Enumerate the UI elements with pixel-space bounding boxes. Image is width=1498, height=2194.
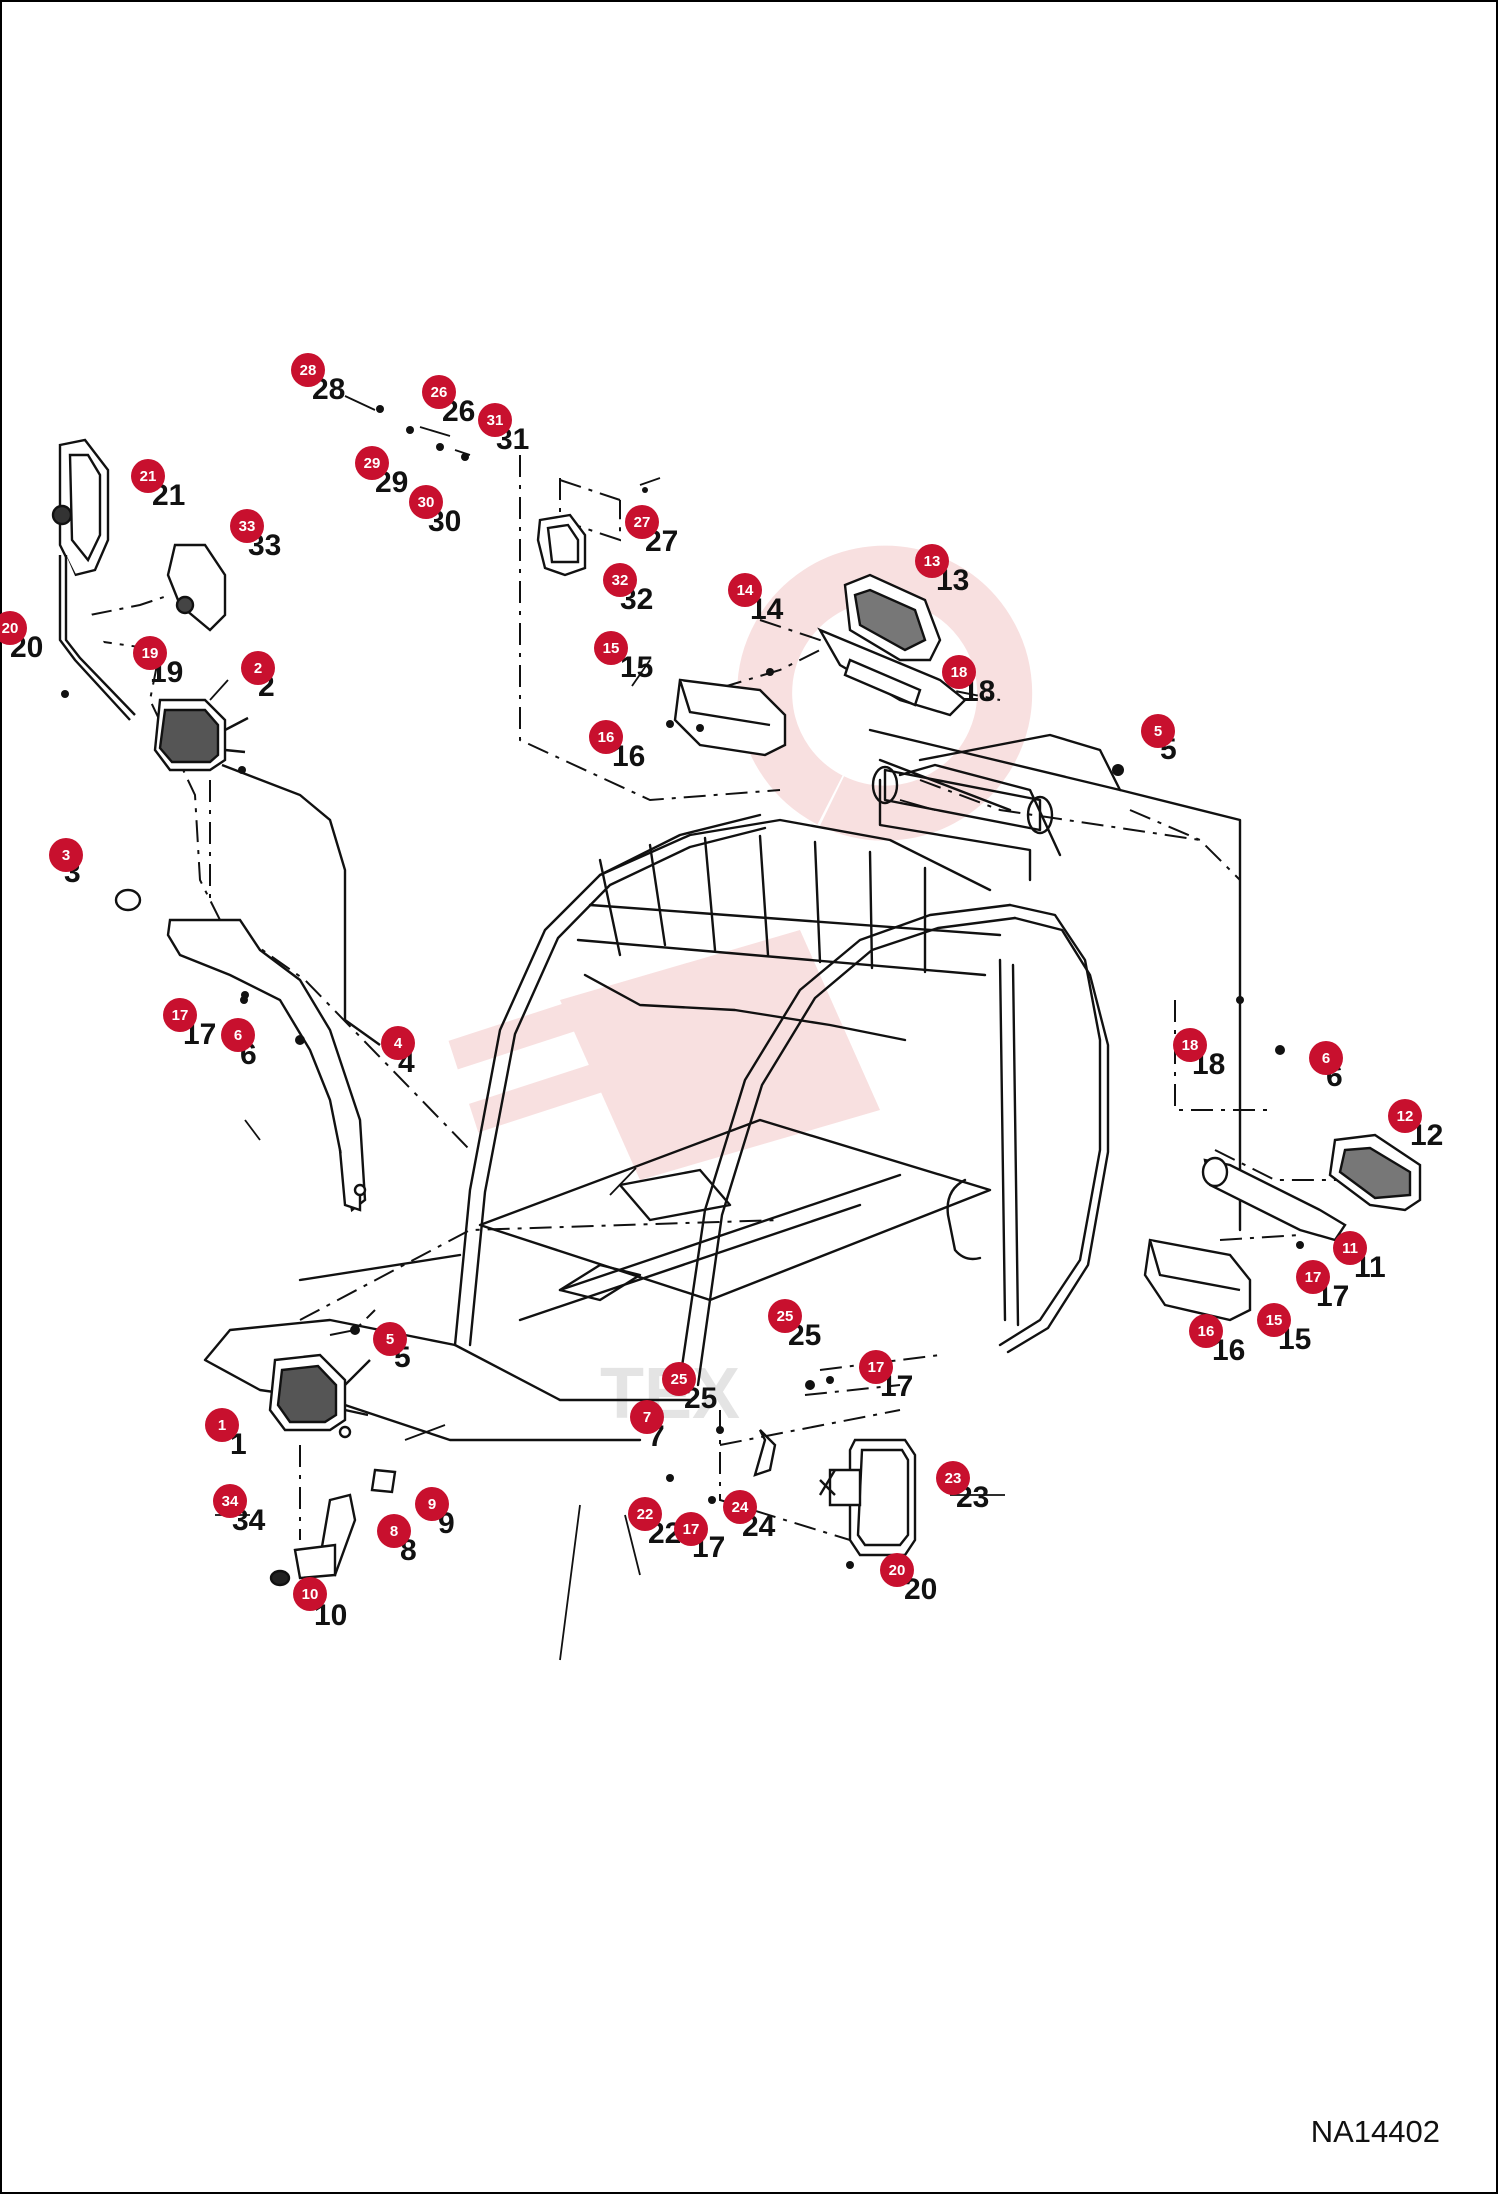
callout-dot-32[interactable]: 32 [603,563,637,597]
callout-dot-23[interactable]: 23 [936,1461,970,1495]
callout-dot-17[interactable]: 17 [859,1350,893,1384]
callout-dot-7[interactable]: 7 [630,1400,664,1434]
hardware-fasteners [61,405,1304,1569]
part-3-grommet [114,888,142,912]
callout-dot-9[interactable]: 9 [415,1487,449,1521]
callout-dot-19[interactable]: 19 [133,636,167,670]
part-15-marker-light-right [1143,1238,1252,1322]
callout-dot-34[interactable]: 34 [213,1484,247,1518]
callout-dot-16[interactable]: 16 [1189,1314,1223,1348]
callout-dot-15[interactable]: 15 [594,631,628,665]
callout-dot-16[interactable]: 16 [589,720,623,754]
callout-dot-5[interactable]: 5 [373,1322,407,1356]
callout-dot-11[interactable]: 11 [1333,1231,1367,1265]
callout-dot-21[interactable]: 21 [131,459,165,493]
callout-dot-31[interactable]: 31 [478,403,512,437]
part-8-light-post [269,1468,397,1587]
part-number-label-1: 1 [230,1428,247,1461]
callout-dot-10[interactable]: 10 [293,1577,327,1611]
callout-dot-13[interactable]: 13 [915,544,949,578]
part-15-marker-light [673,678,787,757]
callout-dot-20[interactable]: 20 [880,1553,914,1587]
rops-front-arch-left [453,813,762,1347]
callout-dot-17[interactable]: 17 [1296,1260,1330,1294]
callout-dot-5[interactable]: 5 [1141,714,1175,748]
callout-dot-18[interactable]: 18 [1173,1028,1207,1062]
callout-dot-33[interactable]: 33 [230,509,264,543]
callout-dot-28[interactable]: 28 [291,353,325,387]
callout-dot-12[interactable]: 12 [1388,1099,1422,1133]
callout-dot-15[interactable]: 15 [1257,1303,1291,1337]
part-13-tail-light [817,573,967,717]
callout-dot-24[interactable]: 24 [723,1490,757,1524]
callout-dot-17[interactable]: 17 [163,998,197,1032]
callout-dot-3[interactable]: 3 [49,838,83,872]
callout-dot-1[interactable]: 1 [205,1408,239,1442]
part-1-work-light-lower [268,1353,371,1439]
callout-dot-20[interactable]: 20 [0,611,27,645]
callout-dot-4[interactable]: 4 [381,1026,415,1060]
callout-dot-18[interactable]: 18 [942,655,976,689]
callout-dot-25[interactable]: 25 [662,1362,696,1396]
callout-dot-6[interactable]: 6 [1309,1041,1343,1075]
light-mount-arm [166,918,367,1213]
part-number-label-15: 15 [620,651,654,684]
part-23-rear-mirror [753,1429,917,1557]
callout-dot-29[interactable]: 29 [355,446,389,480]
part-12-tail-light-right [1201,1133,1422,1242]
callout-dot-14[interactable]: 14 [728,573,762,607]
callout-dot-30[interactable]: 30 [409,485,443,519]
part-32-dome-light [536,513,587,577]
callout-dot-6[interactable]: 6 [221,1018,255,1052]
callout-dot-2[interactable]: 2 [241,651,275,685]
part-33-round-mirror [166,543,227,632]
watermark-logo [448,545,1033,1180]
drawing-code: NA14402 [1310,2114,1440,2149]
callout-dot-27[interactable]: 27 [625,505,659,539]
part-21-mirror [51,438,136,721]
callout-dot-26[interactable]: 26 [422,375,456,409]
callout-dot-17[interactable]: 17 [674,1512,708,1546]
part-2-work-light [153,698,381,1046]
callout-dot-25[interactable]: 25 [768,1299,802,1333]
callout-dot-22[interactable]: 22 [628,1497,662,1531]
callout-dot-8[interactable]: 8 [377,1514,411,1548]
